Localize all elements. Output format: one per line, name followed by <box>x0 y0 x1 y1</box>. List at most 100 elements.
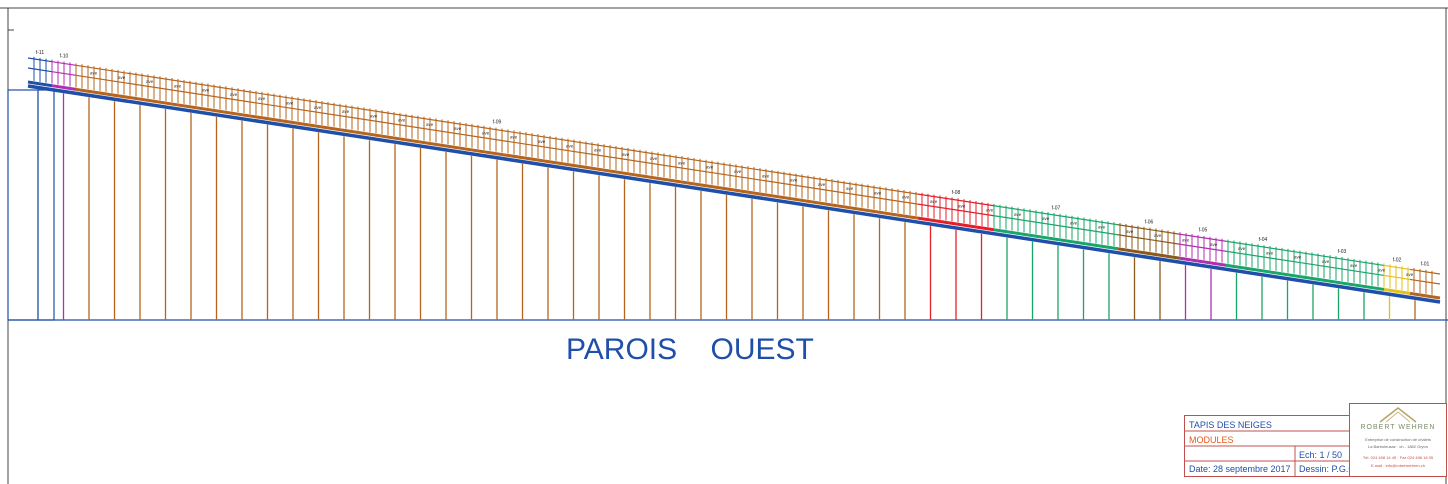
beam-underside <box>27 84 1441 304</box>
rafter-label: ave <box>734 169 742 174</box>
rafter-label: ave <box>146 79 154 84</box>
mid-rail <box>1383 274 1411 281</box>
rafter-label: ave <box>398 118 406 123</box>
top-rail <box>1179 233 1227 242</box>
rafter-label: ave <box>1014 212 1022 217</box>
rafter-label: ave <box>1406 272 1414 277</box>
rafter-label: ave <box>762 173 770 178</box>
top-rail <box>1117 224 1181 235</box>
rafter-label: ave <box>594 148 602 153</box>
logo-mark <box>1379 407 1417 423</box>
drawing-subject: MODULES <box>1189 435 1234 445</box>
left-module-frame <box>7 89 55 321</box>
rafter-label: ave <box>678 160 686 165</box>
top-rail <box>993 205 1119 226</box>
rafter-label: ave <box>958 203 966 208</box>
title-right: OUEST <box>710 333 814 366</box>
drawing-scale: Ech: 1 / 50 <box>1299 450 1343 460</box>
rafter-label: ave <box>790 178 798 183</box>
rafter-label: ave <box>818 182 826 187</box>
top-rail <box>917 193 995 207</box>
beam-segment <box>27 80 53 88</box>
rafter-label: ave <box>90 70 98 75</box>
rafter-label: ave <box>1350 263 1358 268</box>
rafter-label: ave <box>342 109 350 114</box>
module-tag: f-08 <box>952 190 961 196</box>
beam-segment <box>1383 287 1411 295</box>
beam-segment <box>1225 263 1301 279</box>
rafter-label: ave <box>1294 255 1302 260</box>
rafter-label: ave <box>1042 216 1050 221</box>
drawing-title: PAROIS OUEST <box>566 333 814 367</box>
module-tag: f-04 <box>1259 237 1268 243</box>
rafter-label: ave <box>622 152 630 157</box>
company-line-2: La Barboleusaz · ch - 1882 Gryon <box>1367 444 1429 449</box>
support-posts <box>7 89 1416 321</box>
title-block: TAPIS DES NEIGES MODULES Ech: 1 / 50 Dat… <box>1184 415 1436 477</box>
rafter-label: ave <box>1266 250 1274 255</box>
module-tag: f-06 <box>1145 219 1154 225</box>
company-brand: ROBERT WEHREN <box>1360 424 1436 431</box>
module-labels: f-11 f-10 f-09 f-08 f-07 f-06 f-05 f-04 f-03 f-02… <box>36 50 1430 277</box>
company-line-3: Tél. 024 498 14 45 · Fax 024 498 18 95 <box>1362 455 1434 460</box>
main-beam <box>27 80 1441 304</box>
rafter-label: ave <box>1126 229 1134 234</box>
module-tag: f-05 <box>1199 228 1208 234</box>
beam-segment <box>917 216 995 232</box>
rafter-label: ave <box>286 100 294 105</box>
rafter-label: ave <box>1322 259 1330 264</box>
rafter-label: ave <box>426 122 434 127</box>
mid-rail <box>1225 250 1301 264</box>
beam-segment <box>1409 291 1441 300</box>
rafter-label: ave <box>846 186 854 191</box>
beam-segment <box>1299 275 1385 291</box>
rafter-label: ave <box>314 105 322 110</box>
module-tag: f-03 <box>1338 249 1347 255</box>
rafter-label: ave <box>370 113 378 118</box>
top-rail <box>1409 268 1441 275</box>
module-tag: f-10 <box>60 54 69 60</box>
module-tag: f-02 <box>1393 257 1402 263</box>
rafter-truss <box>27 56 1441 295</box>
rafter-label: ave <box>706 165 714 170</box>
beam-segment <box>75 87 919 220</box>
company-line-4: E-mail : info@robertwehren.ch <box>1370 463 1426 468</box>
project-name: TAPIS DES NEIGES <box>1189 420 1272 430</box>
drawn-by: Dessin: P.G.G. <box>1299 464 1358 474</box>
rafter-label: ave <box>1070 220 1078 225</box>
company-logo: ROBERT WEHREN Entreprise de construction… <box>1349 403 1447 477</box>
module-tag: f-01 <box>1421 262 1430 268</box>
rafter-label: ave <box>1210 242 1218 247</box>
rafter-label: ave <box>482 130 490 135</box>
mid-rail <box>993 215 1119 236</box>
beam-segment <box>1117 247 1181 260</box>
mid-rail <box>917 203 995 217</box>
rafter-label: ave <box>174 83 182 88</box>
rafter-label: ave <box>874 190 882 195</box>
module-tag: f-07 <box>1052 205 1061 211</box>
rafter-label: ave <box>118 75 126 80</box>
company-line-1: Entreprise de construction de chalets <box>1365 437 1431 442</box>
sheet-frame <box>0 7 1448 484</box>
beam-segment <box>993 228 1119 251</box>
mid-rail <box>1179 243 1227 252</box>
rafter-label: ave <box>930 199 938 204</box>
rafter-label: ave <box>902 195 910 200</box>
rafter-label: ave <box>650 156 658 161</box>
top-rail <box>1383 264 1411 271</box>
rafter-label: ave <box>510 135 518 140</box>
rafter-label: ave <box>1154 233 1162 238</box>
title-block-grid <box>1185 430 1350 476</box>
beam-segment <box>1179 256 1227 267</box>
module-tag: f-09 <box>493 120 502 126</box>
rafter-label: ave <box>230 92 238 97</box>
module-tag: f-11 <box>36 50 44 56</box>
rafter-label: ave <box>566 143 574 148</box>
rafter-label: ave <box>538 139 546 144</box>
beam-segment <box>51 84 77 91</box>
mid-rail <box>1117 234 1181 245</box>
rafter-label: ave <box>1378 268 1386 273</box>
drawing-date: Date: 28 septembre 2017 <box>1189 464 1291 474</box>
